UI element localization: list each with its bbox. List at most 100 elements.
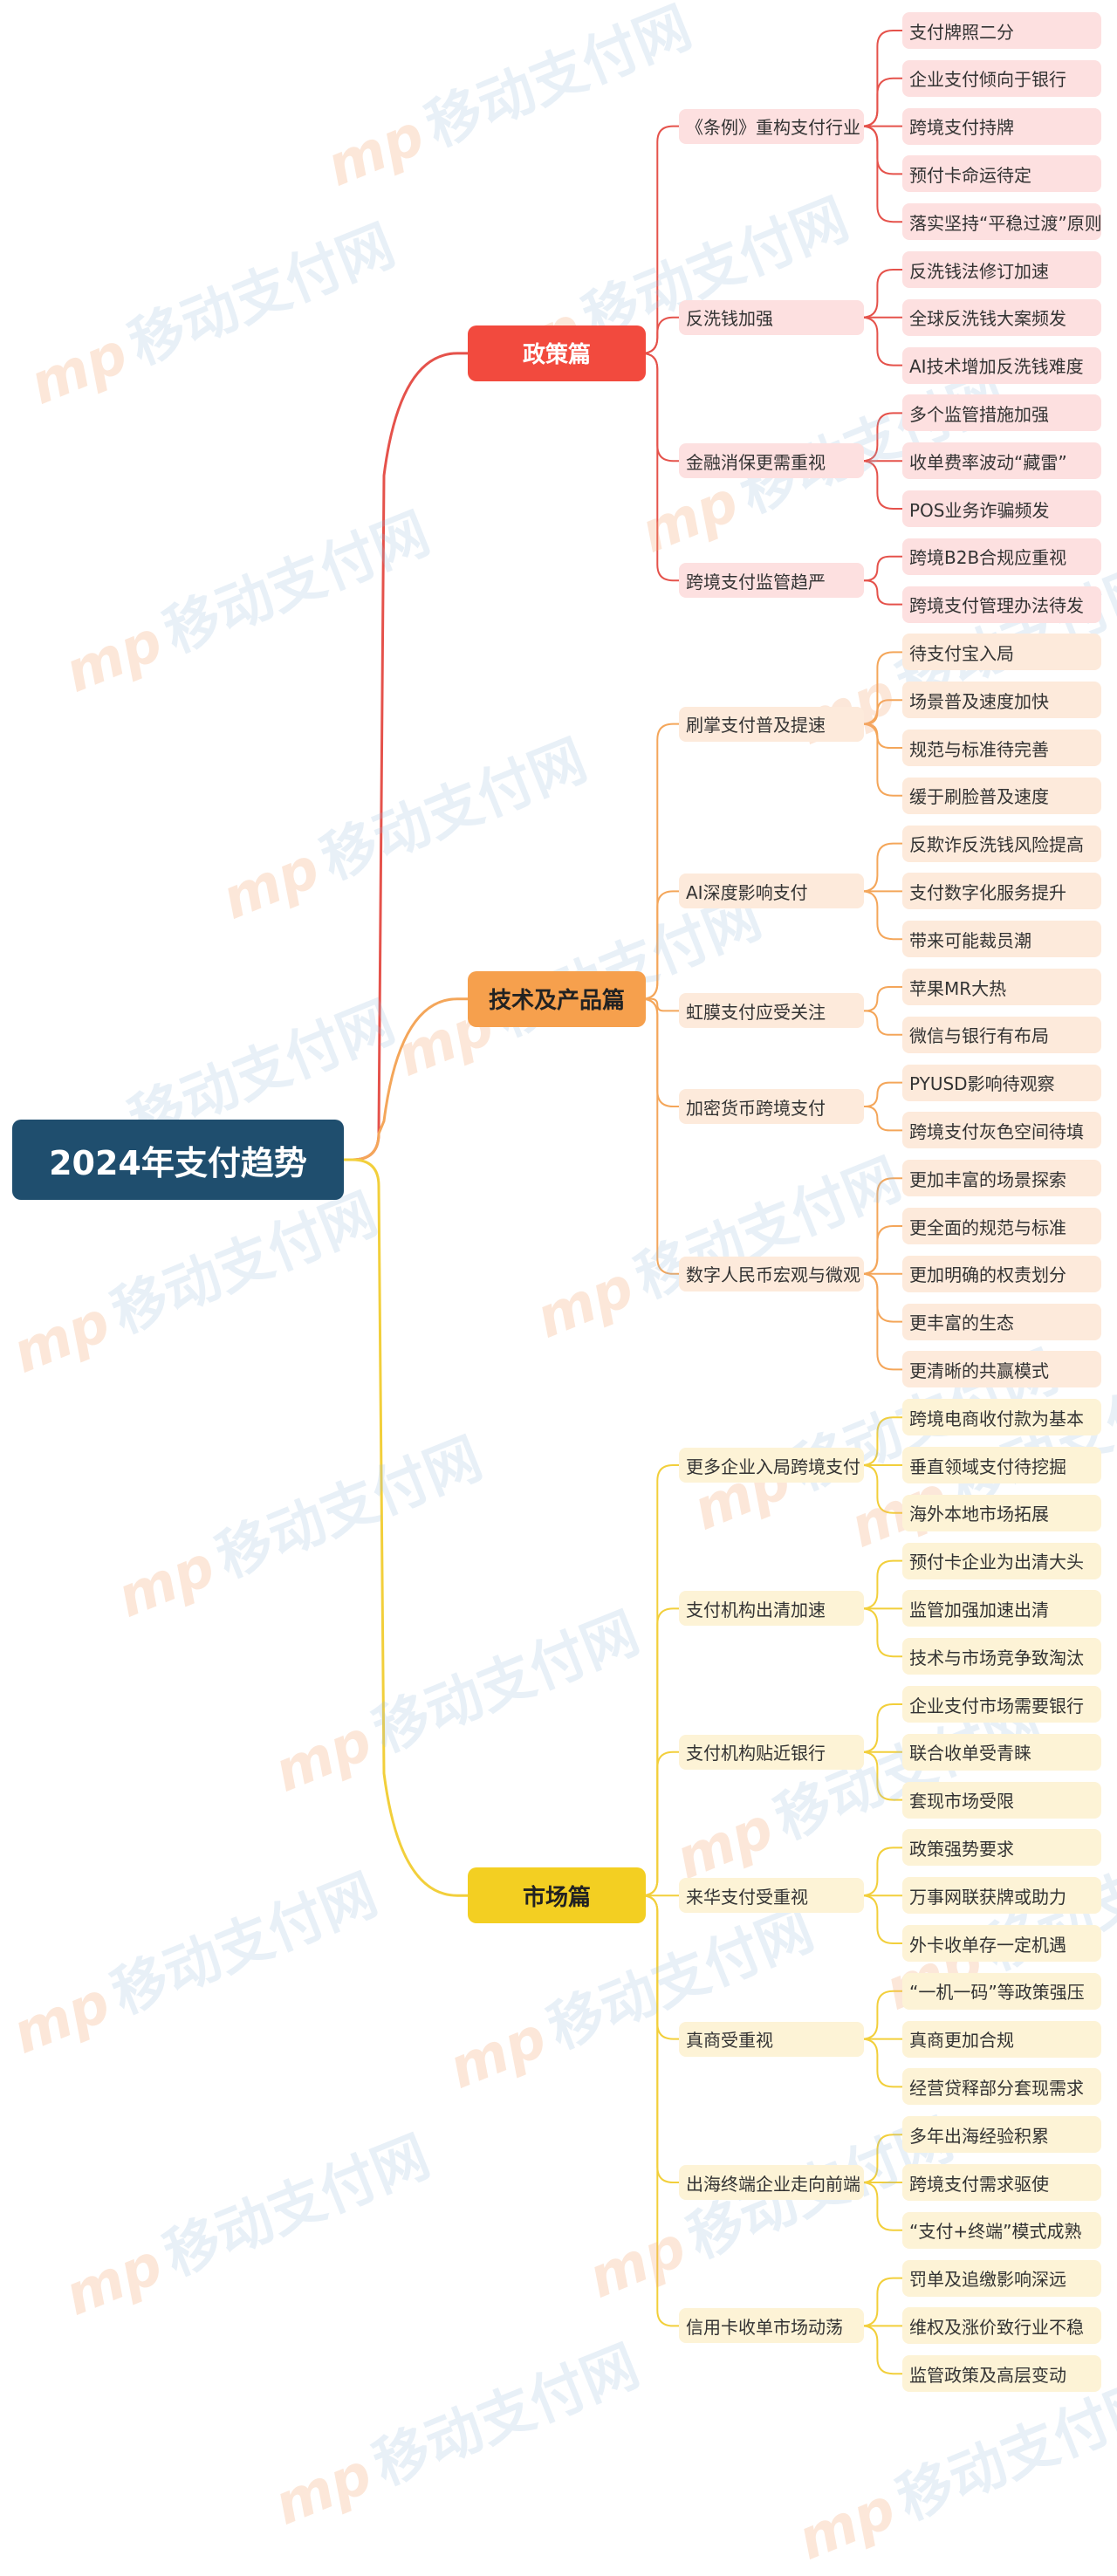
leaf-node: 支付数字化服务提升	[902, 873, 1101, 910]
connector	[864, 579, 902, 606]
leaf-node: 罚单及追缴影响深远	[902, 2259, 1101, 2297]
connector	[861, 1846, 902, 1897]
leaf-node: 垂直领域支付待挖掘	[902, 1447, 1101, 1483]
connector	[641, 997, 679, 1275]
branch-node: 市场篇	[468, 1867, 646, 1924]
leaf-node: 多年出海经验积累	[902, 2116, 1101, 2154]
connector	[861, 460, 902, 510]
leaf-node: 跨境支付管理办法待发	[902, 586, 1101, 623]
leaf-node: “一机一码”等政策强压	[902, 1972, 1101, 2010]
connector	[641, 1894, 679, 2040]
leaf-node: PYUSD影响待观察	[902, 1064, 1101, 1101]
connector	[861, 2038, 902, 2088]
leaf-node: 跨境电商收付款为基本	[902, 1399, 1101, 1436]
connector	[861, 1416, 902, 1466]
connector	[861, 1990, 902, 2040]
connector	[864, 1106, 902, 1132]
connector	[861, 1464, 902, 1514]
leaf-node: 待支付宝入局	[902, 634, 1101, 671]
connector	[861, 651, 902, 725]
sub-topic-node: 跨境支付监管趋严	[679, 563, 864, 599]
connector	[861, 1894, 902, 1944]
sub-topic-node: 数字人民币宏观与微观	[679, 1256, 864, 1291]
connector	[641, 723, 679, 1000]
leaf-node: 多个监管措施加强	[902, 394, 1101, 432]
connector	[864, 699, 902, 725]
connector	[861, 316, 902, 367]
sub-topic-node: 信用卡收单市场动荡	[679, 2308, 864, 2344]
connector	[861, 2325, 902, 2375]
leaf-node: 场景普及速度加快	[902, 682, 1101, 719]
watermark-logo: mp	[789, 2476, 905, 2573]
leaf-node: 海外本地市场拓展	[902, 1494, 1101, 1531]
connector	[641, 352, 679, 462]
connector	[641, 890, 679, 1000]
leaf-node: 套现市场受限	[902, 1781, 1101, 1819]
connector	[861, 1272, 902, 1371]
leaf-node: 跨境支付需求驱使	[902, 2164, 1101, 2201]
leaf-node: 联合收单受青睐	[902, 1733, 1101, 1771]
sub-topic-node: 金融消保更需重视	[679, 443, 864, 479]
leaf-node: 支付牌照二分	[902, 12, 1101, 49]
branch-node: 技术及产品篇	[468, 970, 646, 1027]
connector	[641, 1894, 679, 2327]
sub-topic-node: 出海终端企业走向前端	[679, 2165, 864, 2200]
leaf-node: 规范与标准待完善	[902, 730, 1101, 766]
leaf-node: 技术与市场竞争致淘汰	[902, 1638, 1101, 1675]
leaf-node: 外卡收单存一定机遇	[902, 1925, 1101, 1962]
connector	[861, 2277, 902, 2327]
leaf-node: 带来可能裁员潮	[902, 921, 1101, 958]
connector	[861, 1750, 902, 1801]
leaf-node: 全球反洗钱大案频发	[902, 298, 1101, 336]
connector	[861, 1559, 902, 1610]
connector	[344, 1158, 468, 1897]
connector	[861, 269, 902, 319]
sub-topic-node: 更多企业入局跨境支付	[679, 1448, 864, 1483]
mind-map: mp移动支付网mp移动支付网mp移动支付网mp移动支付网mp移动支付网mp移动支…	[3, 0, 1117, 2573]
leaf-node: 真商更加合规	[902, 2020, 1101, 2058]
connector	[861, 2182, 902, 2231]
leaf-node: 更清晰的共赢模式	[902, 1351, 1101, 1388]
connector	[641, 125, 679, 354]
connector	[861, 723, 902, 797]
connector	[864, 986, 902, 1012]
connector	[861, 2134, 902, 2183]
leaf-node: 更全面的规范与标准	[902, 1208, 1101, 1244]
leaf-node: 监管加强加速出清	[902, 1590, 1101, 1627]
leaf-node: 更加明确的权责划分	[902, 1255, 1101, 1292]
sub-topic-node: 支付机构贴近银行	[679, 1734, 864, 1770]
sub-topic-node: 加密货币跨境支付	[679, 1089, 864, 1124]
leaf-node: 缓于刷脸普及速度	[902, 777, 1101, 814]
leaf-node: 维权及涨价致行业不稳	[902, 2307, 1101, 2345]
root-node: 2024年支付趋势	[12, 1120, 344, 1200]
connector	[641, 316, 679, 354]
leaf-node: 监管政策及高层变动	[902, 2355, 1101, 2393]
leaf-node: 更丰富的生态	[902, 1303, 1101, 1340]
sub-topic-node: 来华支付受重视	[679, 1878, 864, 1914]
sub-topic-node: 虹膜支付应受关注	[679, 993, 864, 1029]
connector	[344, 997, 468, 1161]
connector	[641, 997, 679, 1107]
connector	[864, 1010, 902, 1036]
connector	[641, 352, 679, 582]
leaf-node: 反洗钱法修订加速	[902, 251, 1101, 288]
connector	[861, 125, 902, 223]
connector	[861, 1607, 902, 1658]
leaf-node: 政策强势要求	[902, 1829, 1101, 1867]
connector	[861, 1703, 902, 1753]
leaf-node: 预付卡命运待定	[902, 155, 1101, 193]
branch-node: 政策篇	[468, 325, 646, 381]
sub-topic-node: 刷掌支付普及提速	[679, 706, 864, 742]
leaf-node: AI技术增加反洗钱难度	[902, 346, 1101, 384]
connector	[861, 77, 902, 127]
connector	[861, 890, 902, 941]
leaf-node: 苹果MR大热	[902, 969, 1101, 1005]
leaf-node: 收单费率波动“藏雷”	[902, 442, 1101, 480]
connector	[641, 1750, 679, 1897]
connector	[864, 1081, 902, 1107]
leaf-node: 微信与银行有布局	[902, 1016, 1101, 1053]
connector	[861, 125, 902, 175]
leaf-node: 反欺诈反洗钱风险提高	[902, 825, 1101, 862]
sub-topic-node: 《条例》重构支付行业	[679, 108, 864, 144]
leaf-node: 落实坚持“平稳过渡”原则	[902, 203, 1101, 241]
